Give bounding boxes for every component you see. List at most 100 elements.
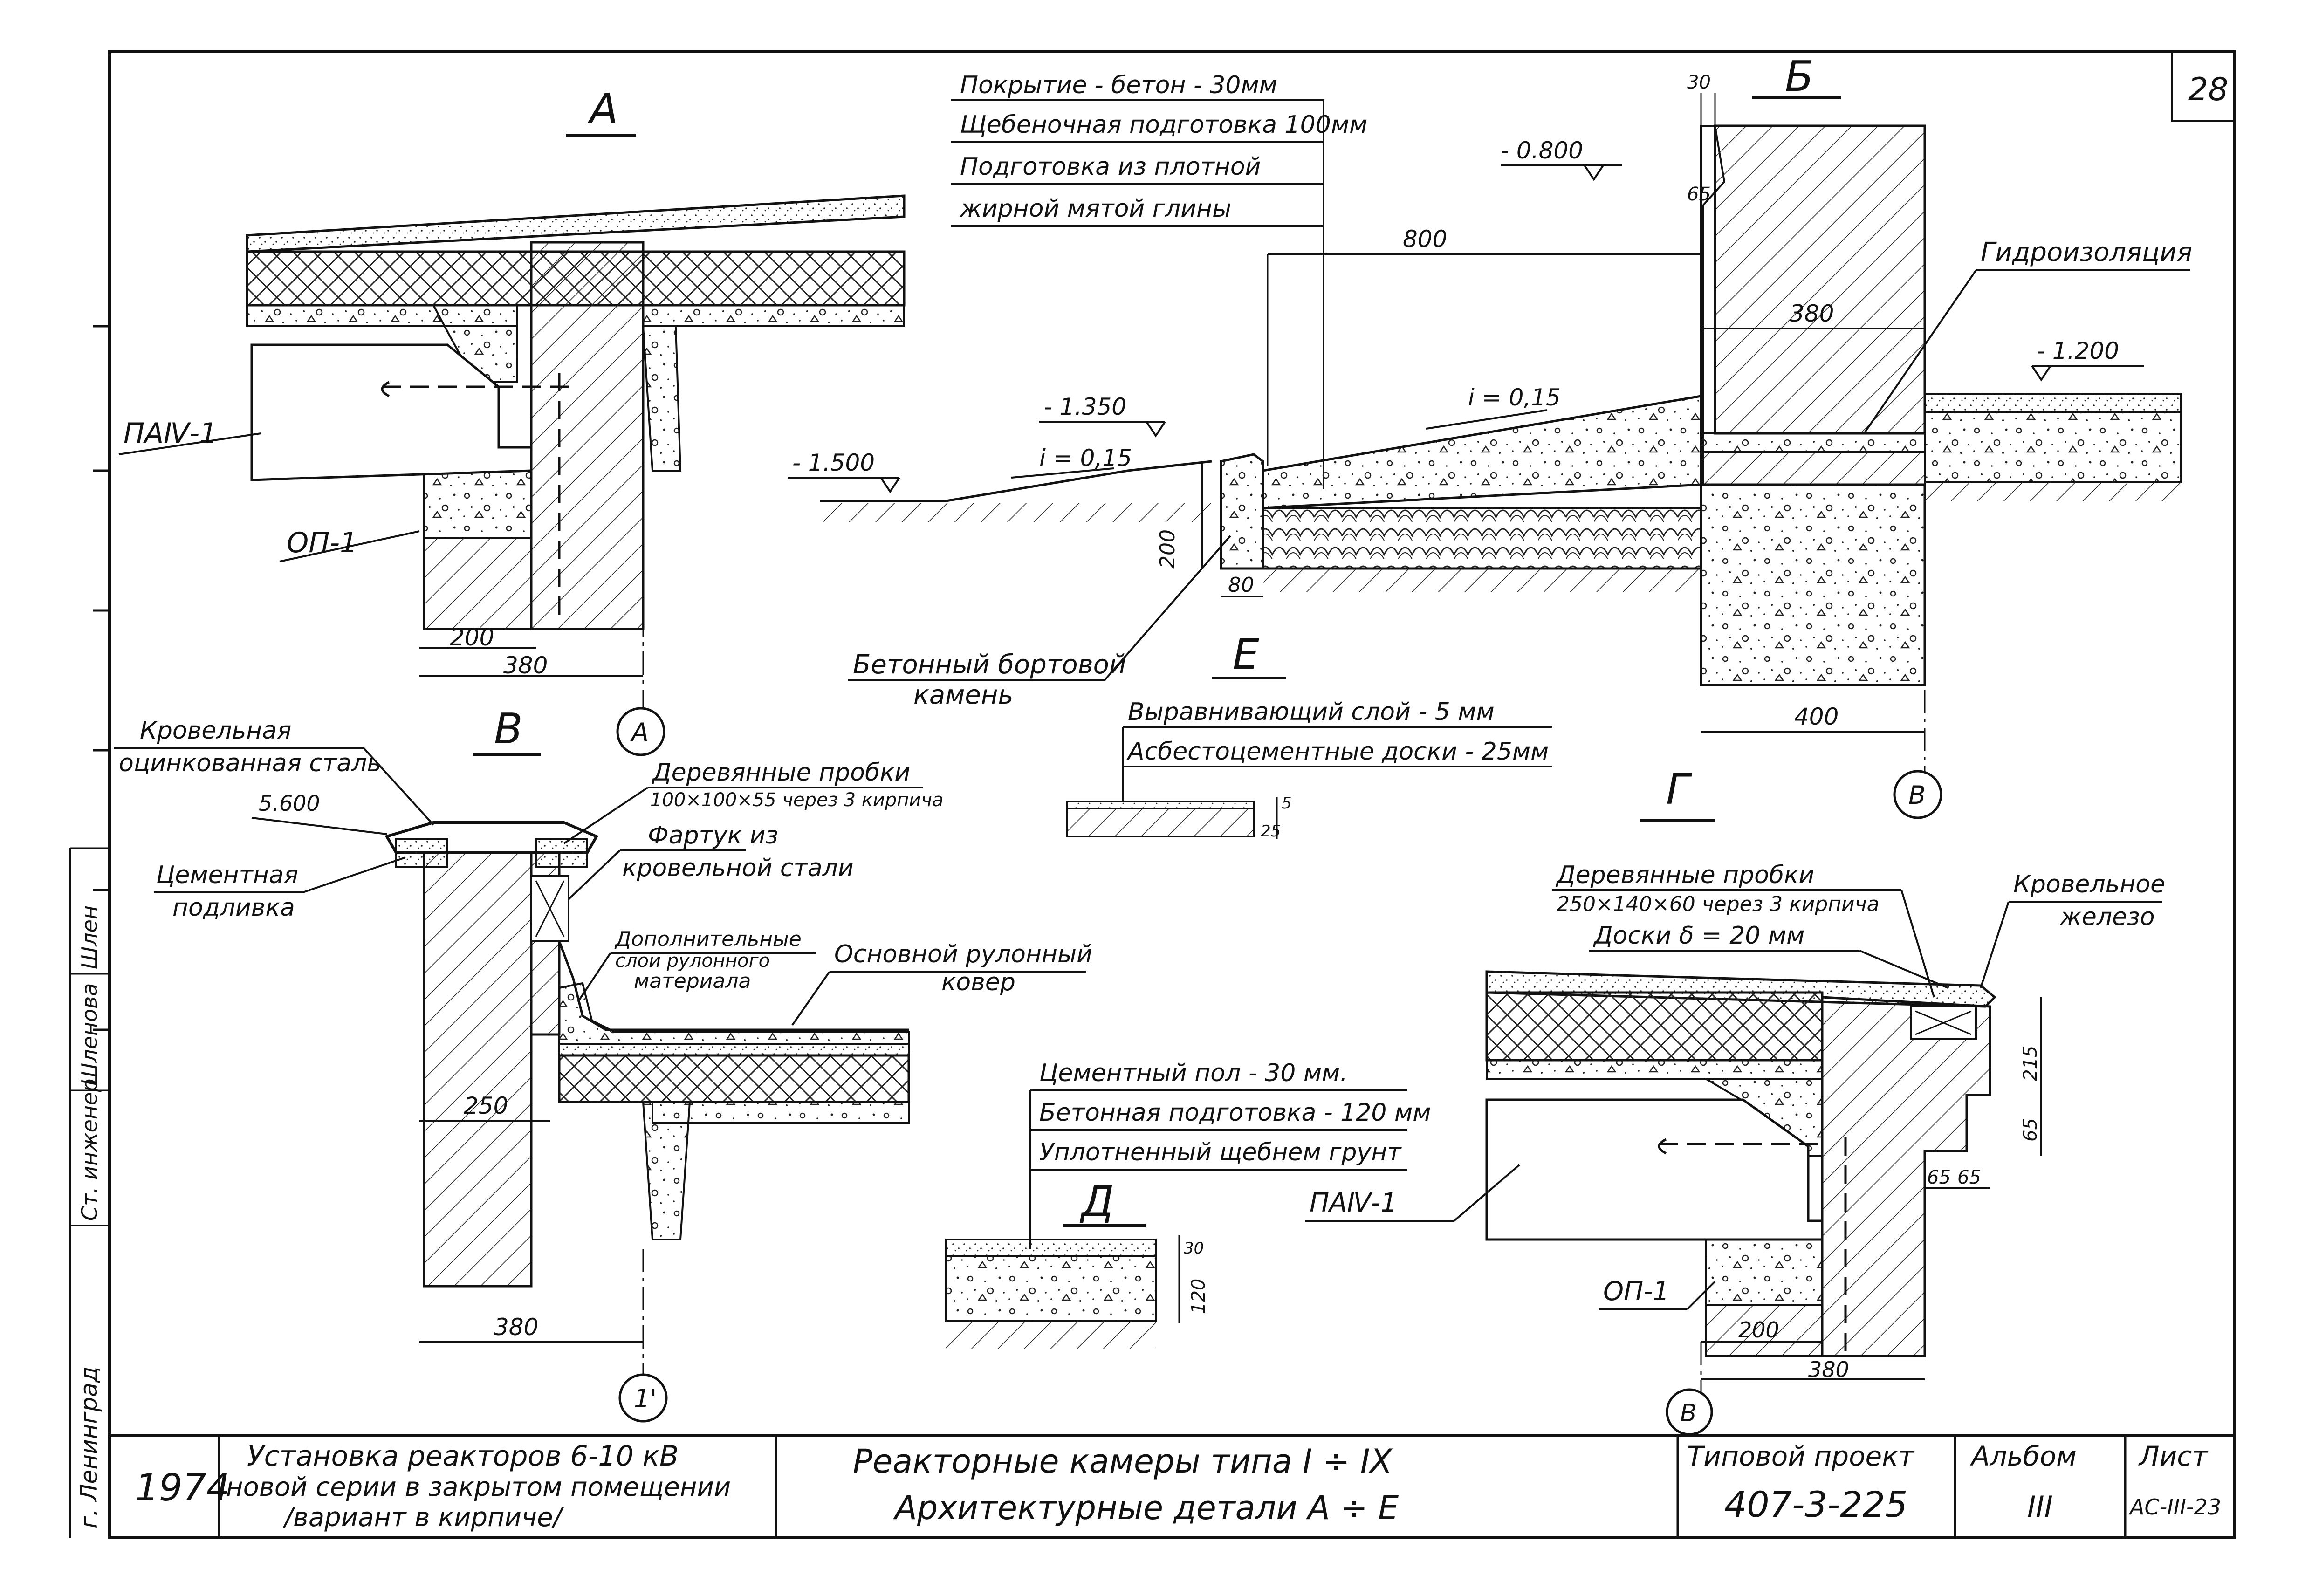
stamp-signature: Шлен [77,905,102,969]
detail-b-layer-1: Покрытие - бетон - 30мм [960,71,1277,99]
side-stamp: г. Ленинград Ст. инженер Шленова Шлен [69,847,110,1538]
title-year: 1974 [135,1466,230,1509]
detail-a-dim-200: 200 [450,624,494,651]
sheet-title-1: Реакторные камеры типа I ÷ IX [853,1442,1393,1480]
sheet-label: Лист [2138,1440,2209,1472]
detail-e-dim-25: 25 [1261,822,1281,841]
detail-b-title: Б [1785,52,1814,101]
stamp-city: г. Ленинград [75,1366,103,1528]
detail-v-steel-label-1: Кровельная [140,717,291,745]
detail-g-pad-label: ОП-1 [1603,1276,1669,1307]
detail-v-carpet-label-1: Основной рулонный [834,940,1092,968]
project-title-1: Установка реакторов 6-10 кВ [247,1440,679,1473]
detail-a-beam-label: ПАⅣ-1 [123,417,217,450]
detail-b-layer-2: Щебеночная подготовка 100мм [960,111,1367,139]
detail-b-axis: В [1908,781,1926,810]
detail-a: А ПАⅣ-1 ОП-1 200 380 А [118,85,906,756]
detail-v-plugs-label-2: 100×100×55 через 3 кирпича [650,789,944,811]
detail-b: Б Покрытие - бетон - 30мм Щебеночная под… [788,52,2192,819]
detail-e-layer-1: Выравнивающий слой - 5 мм [1128,698,1495,726]
detail-b-dim-30: 30 [1687,72,1711,93]
typical-project-number: 407-3-225 [1724,1484,1907,1525]
detail-v-apron-label-2: кровельной стали [622,854,854,882]
sheet-title-2: Архитектурные детали А ÷ Е [893,1489,1399,1527]
detail-v-axis: 1' [634,1384,657,1413]
detail-g-boards-label: Доски δ = 20 мм [1593,922,1804,950]
detail-b-level-0800: - 0.800 [1501,137,1583,164]
detail-b-dim-400: 400 [1794,703,1839,730]
detail-d-layer-2: Бетонная подготовка - 120 мм [1039,1099,1431,1127]
detail-d-layer-1: Цементный пол - 30 мм. [1039,1059,1348,1087]
detail-b-dim-800: 800 [1403,226,1447,253]
detail-v-carpet-label-2: ковер [941,968,1015,996]
detail-v-plugs-label-1: Деревянные пробки [652,759,910,787]
project-title-3: /вариант в кирпиче/ [282,1502,564,1533]
detail-b-waterproofing-label: Гидроизоляция [1981,237,2192,267]
detail-a-axis: А [630,718,649,747]
detail-b-level-1200: - 1.200 [2037,337,2119,364]
stamp-name: Шленова [77,983,102,1086]
detail-g-title: Г [1666,765,1693,814]
detail-d-dim-120: 120 [1188,1279,1209,1314]
detail-b-layer-4: жирной мятой глины [960,195,1231,223]
stamp-role: Ст. инженер [77,1079,102,1221]
detail-e: Е Выравнивающий слой - 5 мм Асбестоцемен… [1066,630,1552,841]
detail-b-curb-label-2: камень [913,680,1013,710]
detail-b-slope-1: i = 0,15 [1039,445,1132,472]
detail-b-curb-label-1: Бетонный бортовой [853,650,1126,680]
detail-g-plugs-label-1: Деревянные пробки [1556,861,1814,889]
detail-g-dim-200: 200 [1738,1317,1779,1343]
detail-v-cement-label-1: Цементная [156,861,298,889]
detail-e-title: Е [1233,630,1259,679]
detail-a-pad-label: ОП-1 [287,527,357,559]
detail-g-beam-label: ПАⅣ-1 [1310,1188,1397,1218]
detail-g-dim-65c: 65 [1957,1167,1981,1188]
detail-g-dim-215: 215 [2020,1046,2041,1081]
detail-e-dim-5: 5 [1282,794,1292,813]
detail-v: В Кровельная оцинкованная сталь 5.600 Це… [114,705,1092,1423]
title-block: 1974 Установка реакторов 6-10 кВ новой с… [108,1434,2236,1539]
detail-e-layer-2: Асбестоцементные доски - 25мм [1126,738,1549,766]
detail-g-axis: В [1680,1399,1697,1427]
detail-b-dim-80: 80 [1228,573,1254,597]
detail-b-layers: Покрытие - бетон - 30мм Щебеночная подго… [951,71,1367,489]
album-number: III [2027,1490,2053,1524]
detail-b-dim-380: 380 [1790,300,1834,327]
detail-v-dim-250: 250 [464,1092,508,1119]
margin-ticks [93,325,110,1031]
detail-g-plugs-label-2: 250×140×60 через 3 кирпича [1557,892,1880,916]
detail-b-slope-2: i = 0,15 [1468,384,1561,411]
detail-v-title: В [494,705,523,753]
project-title-2: новой серии в закрытом помещении [226,1472,731,1502]
detail-b-dim-65: 65 [1687,184,1711,205]
detail-b-layer-3: Подготовка из плотной [960,153,1261,181]
detail-d: Цементный пол - 30 мм. Бетонная подготов… [945,1059,1431,1349]
detail-a-title: А [587,85,618,134]
detail-v-level: 5.600 [259,791,320,816]
detail-v-extra-label-1: Дополнительные [614,927,802,951]
detail-b-level-1350: - 1.350 [1044,393,1126,420]
sheet-number: 28 [2188,71,2229,108]
detail-v-steel-label-2: оцинкованная сталь [119,749,381,777]
sheet-number-box [2171,51,2235,122]
typical-project-label: Типовой проект [1687,1440,1915,1472]
detail-v-apron-label-1: Фартук из [648,822,778,849]
album-label: Альбом [1969,1440,2077,1472]
detail-g-dim-65a: 65 [2020,1118,2041,1142]
detail-v-dim-380: 380 [494,1314,538,1341]
detail-g-dim-65b: 65 [1927,1167,1951,1188]
detail-v-cement-label-2: подливка [172,894,295,922]
detail-g: Г Деревянные пробки 250×140×60 через 3 к… [1305,765,2165,1436]
detail-d-layer-3: Уплотненный щебнем грунт [1039,1138,1402,1166]
detail-g-iron-label-1: Кровельное [2013,870,2165,898]
detail-d-dim-30: 30 [1184,1239,1204,1258]
detail-a-dim-380: 380 [503,652,548,679]
detail-g-dim-380: 380 [1808,1357,1849,1382]
detail-g-iron-label-2: железо [2059,903,2155,931]
sheet-code: АС-III-23 [2128,1494,2221,1520]
detail-b-level-1500: - 1.500 [792,449,875,476]
detail-v-extra-label-3: материала [634,969,751,993]
detail-d-title: Д [1079,1178,1114,1226]
detail-b-dim-200: 200 [1156,529,1180,569]
